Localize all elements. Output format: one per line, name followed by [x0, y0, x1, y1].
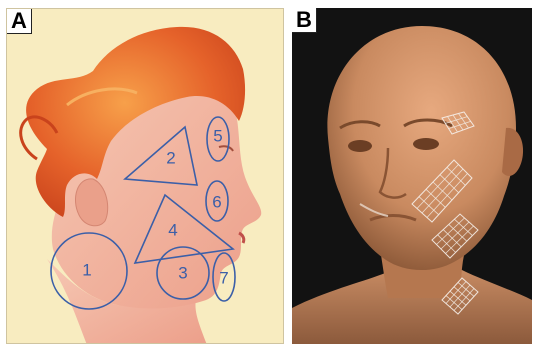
head-render: [292, 8, 532, 344]
profile-illustration: 1 2 3 4 5 6 7: [7, 9, 284, 344]
panel-a-illustration: 1 2 3 4 5 6 7 A: [6, 8, 284, 344]
region-7-label: 7: [219, 268, 228, 287]
region-3-label: 3: [178, 263, 187, 282]
panel-b-letter: B: [292, 8, 317, 33]
region-1-label: 1: [82, 260, 91, 279]
left-eye-shape: [348, 140, 372, 152]
right-eye-shape: [413, 138, 439, 150]
region-6-label: 6: [212, 192, 221, 211]
region-5-label: 5: [213, 126, 222, 145]
panel-b-render: B: [292, 8, 532, 344]
region-2-label: 2: [166, 148, 175, 167]
region-4-label: 4: [168, 220, 177, 239]
panel-a-letter: A: [7, 9, 32, 34]
